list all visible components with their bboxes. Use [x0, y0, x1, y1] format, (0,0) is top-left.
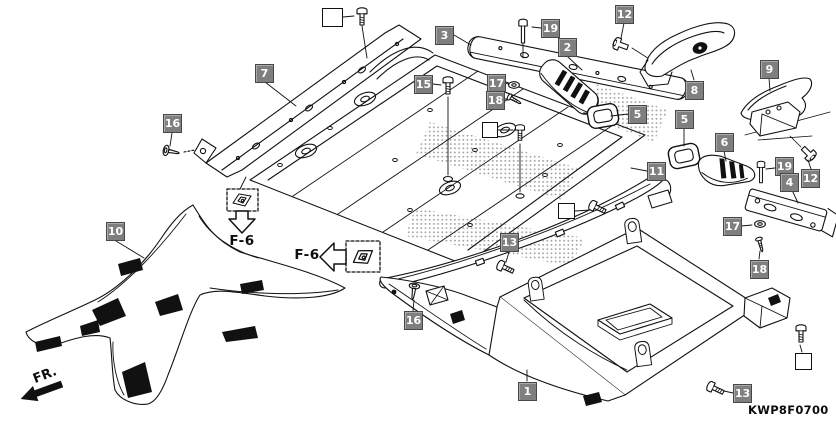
shoulder-bolt-icon — [756, 160, 766, 184]
part-callout-6[interactable]: 6 — [715, 133, 734, 152]
front-rail-part7 — [183, 24, 422, 178]
part-callout-13[interactable]: 13 — [500, 233, 519, 252]
pillion-step-part8 — [639, 22, 736, 87]
floor-side-cover-part10 — [25, 204, 346, 405]
part-callout-17[interactable]: 17 — [487, 74, 506, 93]
f6-left-arrow-icon — [319, 242, 347, 272]
part-callout-5[interactable]: 5 — [628, 105, 647, 124]
part-callout-17[interactable]: 17 — [723, 217, 742, 236]
ribbed-pad-part6 — [697, 154, 756, 187]
part-callout-19[interactable]: 19 — [775, 157, 794, 176]
hex-bolt-icon — [611, 36, 631, 54]
fr-arrow-icon — [20, 380, 64, 402]
side-cover-part9 — [740, 77, 813, 137]
f6-reference-marks — [226, 188, 381, 273]
flange-bolt-icon — [795, 324, 807, 343]
part-callout-18[interactable]: 18 — [750, 260, 769, 279]
flange-bolt-icon — [494, 259, 516, 277]
washer-screw-icon — [161, 144, 181, 159]
part-callout-13[interactable]: 13 — [733, 384, 752, 403]
tapping-screw-icon — [754, 235, 767, 254]
f6-left-label: F-6 — [294, 247, 320, 263]
part-callout-12[interactable]: 12 — [615, 5, 634, 24]
part-callout-12[interactable]: 12 — [801, 169, 820, 188]
flange-bolt-icon — [704, 380, 726, 398]
bracket-part4 — [744, 188, 836, 238]
part-callout-5[interactable]: 5 — [675, 110, 694, 129]
clip-icon — [350, 247, 376, 267]
leader-lines — [115, 15, 812, 394]
part-callout-7[interactable]: 7 — [255, 64, 274, 83]
part-callout-18[interactable]: 18 — [486, 91, 505, 110]
part-callout-3[interactable]: 3 — [435, 26, 454, 45]
part-callout-10[interactable]: 10 — [106, 222, 125, 241]
diagram-code: KWP8F0700 — [748, 403, 829, 417]
part-callout-9[interactable]: 9 — [760, 60, 779, 79]
clip-icon — [232, 193, 252, 207]
part-callout-15[interactable]: 15 — [414, 75, 433, 94]
shoulder-bolt-icon — [518, 18, 528, 44]
part-callout-16[interactable]: 16 — [404, 311, 423, 330]
f6-down-label: F-6 — [229, 233, 255, 249]
under-cover-front-wall — [379, 276, 500, 356]
part-callout-1[interactable]: 1 — [518, 382, 537, 401]
part-callout-19[interactable]: 19 — [541, 19, 560, 38]
washer-icon — [754, 220, 766, 228]
part-callout-16[interactable]: 16 — [163, 114, 182, 133]
part-callout-4[interactable]: 4 — [780, 173, 799, 192]
washer-icon — [508, 81, 520, 89]
halftone-texture — [405, 84, 668, 266]
under-cover-part1 — [488, 189, 791, 406]
part-callout-8[interactable]: 8 — [685, 81, 704, 100]
part-callout-2[interactable]: 2 — [558, 38, 577, 57]
flange-bolt-icon — [356, 7, 368, 26]
part-callout-11[interactable]: 11 — [647, 162, 666, 181]
f6-down-arrow-icon — [228, 210, 256, 234]
